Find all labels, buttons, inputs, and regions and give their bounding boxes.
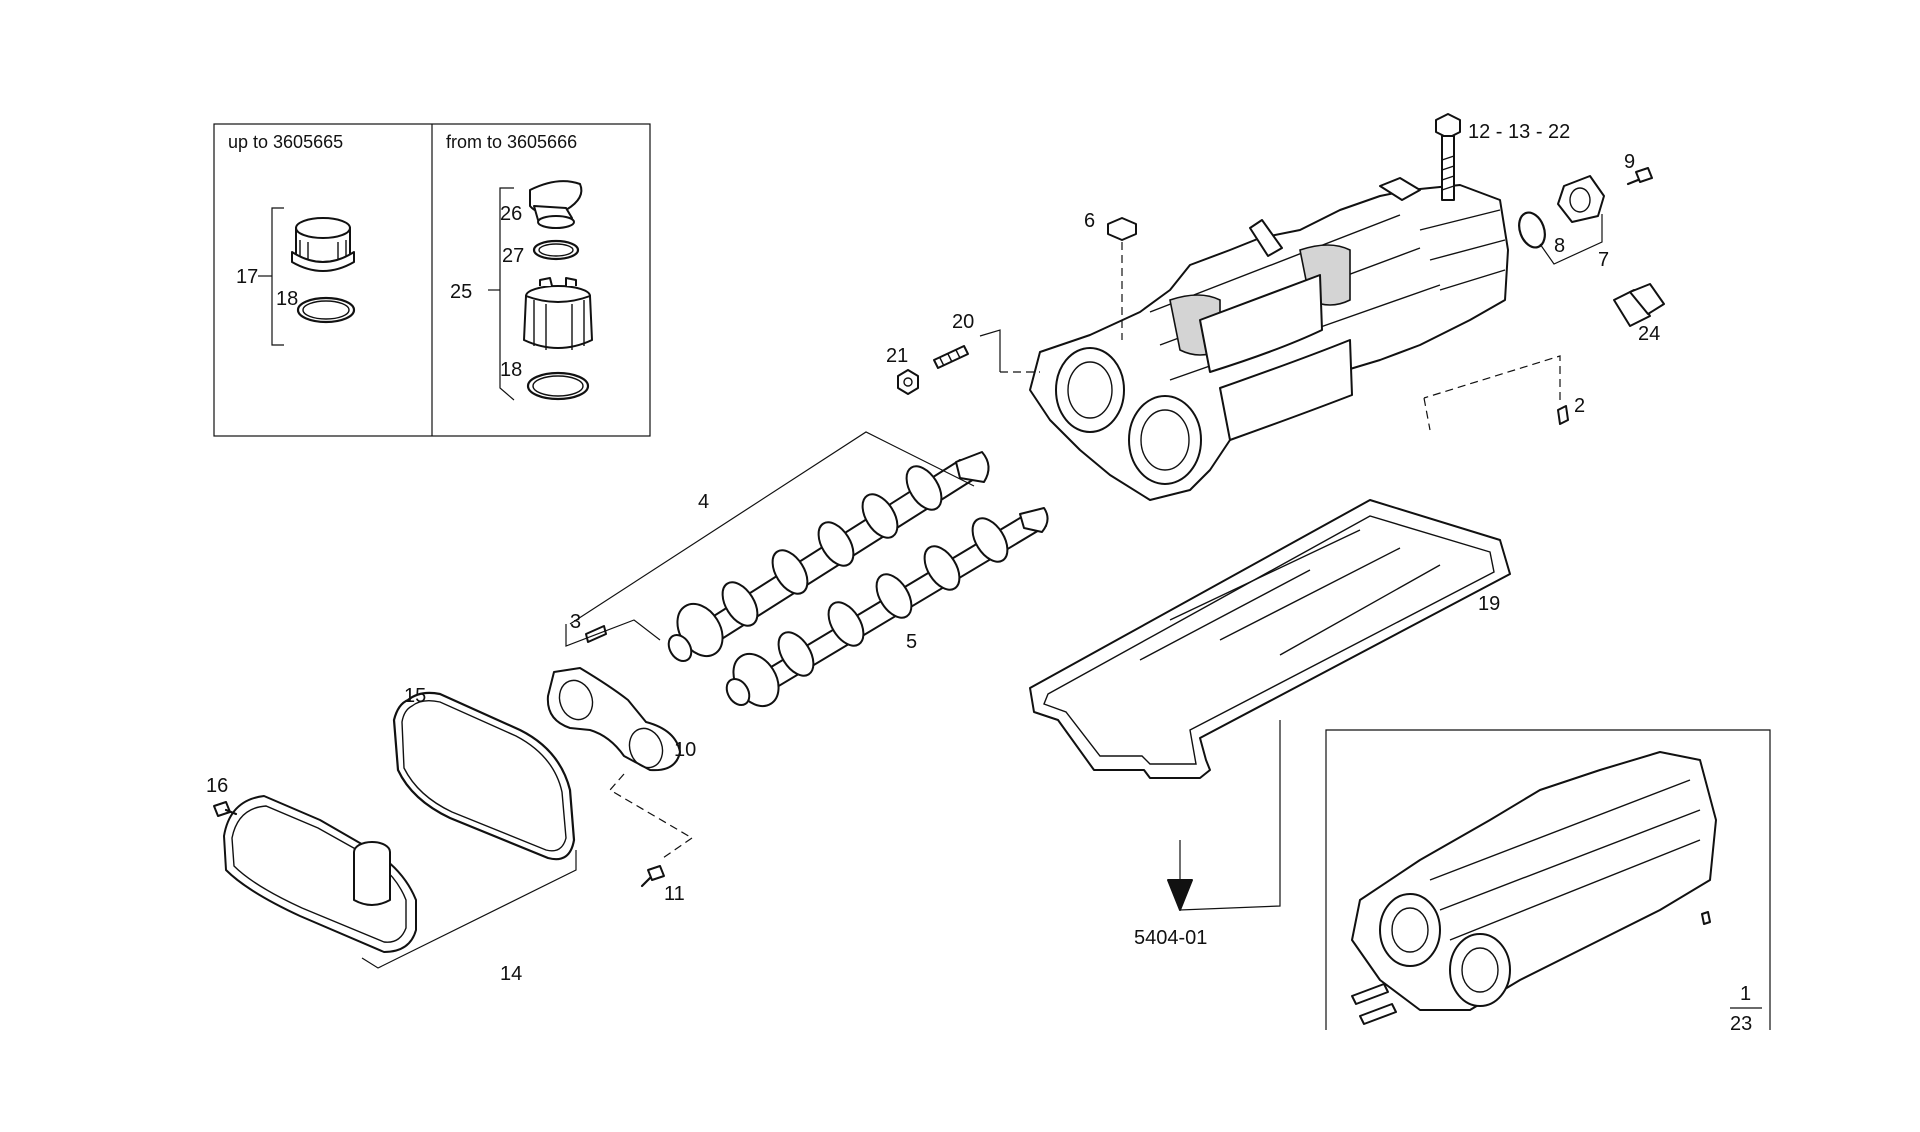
label-25: 25 bbox=[450, 281, 472, 303]
label-27: 27 bbox=[502, 245, 524, 267]
o-ring-27 bbox=[532, 239, 580, 261]
label-1: 1 bbox=[1740, 983, 1751, 1005]
cylinder-head bbox=[1029, 177, 1509, 501]
head-gasket-19: 19 bbox=[1029, 499, 1511, 779]
o-ring-8: 8 bbox=[1518, 211, 1565, 257]
nut-21: 21 bbox=[886, 345, 919, 395]
label-26: 26 bbox=[500, 203, 522, 225]
label-10: 10 bbox=[674, 739, 696, 761]
camshaft-5: 5 bbox=[725, 507, 1049, 708]
inset-cap-variants: up to 3605665 from to 3605666 17 18 bbox=[213, 123, 651, 437]
oil-filler-cap-old bbox=[291, 217, 355, 272]
reference-arrow: 5404-01 bbox=[1134, 720, 1281, 949]
label-4: 4 bbox=[698, 491, 709, 513]
label-5: 5 bbox=[906, 631, 917, 653]
inset-frame-2 bbox=[1325, 729, 1771, 1030]
label-7: 7 bbox=[1598, 249, 1609, 271]
pin-3: 3 bbox=[565, 611, 661, 647]
inset-header-old: up to 3605665 bbox=[228, 132, 343, 152]
label-20: 20 bbox=[952, 311, 974, 333]
label-18-left: 18 bbox=[276, 288, 298, 310]
plug-6: 6 bbox=[1084, 210, 1137, 340]
reference-code: 5404-01 bbox=[1134, 927, 1207, 949]
oil-filler-cap-new bbox=[529, 180, 583, 229]
label-2: 2 bbox=[1574, 395, 1585, 417]
timing-cover-14: 14 bbox=[223, 795, 577, 985]
inset-assembled-head: 1 23 bbox=[1325, 729, 1771, 1035]
label-3: 3 bbox=[570, 611, 581, 633]
filler-neck-25 bbox=[523, 277, 593, 350]
bolt-12-13-22: 12 - 13 - 22 bbox=[1435, 113, 1570, 201]
bracket-17 bbox=[271, 207, 284, 346]
bracket-25 bbox=[499, 187, 515, 401]
o-ring-18-right bbox=[526, 371, 590, 401]
screw-9: 9 bbox=[1624, 151, 1653, 186]
label-15: 15 bbox=[404, 685, 426, 707]
label-23: 23 bbox=[1730, 1013, 1752, 1035]
label-6: 6 bbox=[1084, 210, 1095, 232]
screw-16: 16 bbox=[206, 775, 238, 817]
dowel-2: 2 bbox=[1423, 355, 1585, 431]
sensor-7: 7 bbox=[1539, 175, 1609, 271]
screw-11: 11 bbox=[640, 865, 685, 905]
inset-header-new: from to 3605666 bbox=[446, 132, 577, 152]
label-11: 11 bbox=[664, 883, 685, 905]
label-24: 24 bbox=[1638, 323, 1660, 345]
label-16: 16 bbox=[206, 775, 228, 797]
label-21: 21 bbox=[886, 345, 908, 367]
o-ring-18-left bbox=[296, 296, 356, 324]
label-8: 8 bbox=[1554, 235, 1565, 257]
gasket-10: 10 bbox=[546, 667, 696, 861]
label-19: 19 bbox=[1478, 593, 1500, 615]
fitting-24: 24 bbox=[1613, 283, 1665, 345]
label-9: 9 bbox=[1624, 151, 1635, 173]
camshaft-4: 4 bbox=[569, 431, 990, 663]
label-12-13-22: 12 - 13 - 22 bbox=[1468, 121, 1570, 143]
cover-gasket-15: 15 bbox=[392, 685, 576, 861]
label-18-right: 18 bbox=[500, 359, 522, 381]
label-14: 14 bbox=[500, 963, 522, 985]
label-17: 17 bbox=[236, 266, 258, 288]
stud-20: 20 bbox=[933, 311, 1040, 373]
